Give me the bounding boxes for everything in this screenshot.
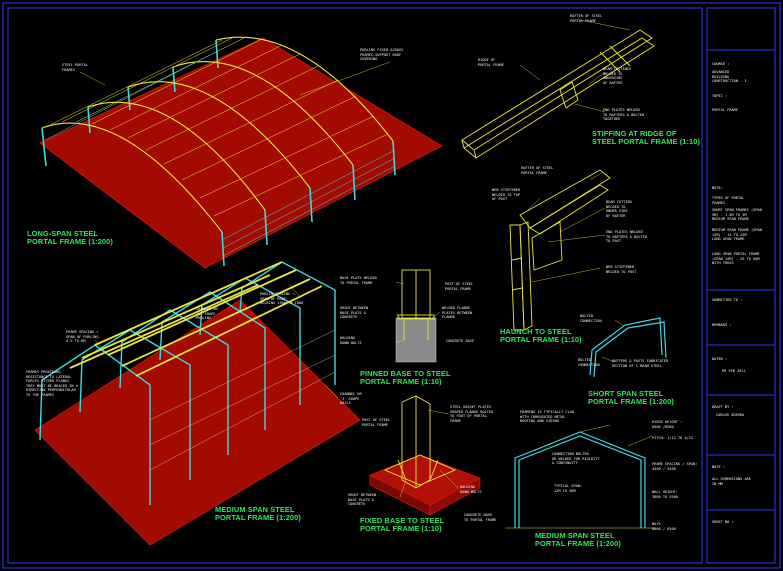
title-block-topic-label: TOPIC : <box>712 94 728 98</box>
drawing-area-border <box>7 7 703 564</box>
pinned-label-post: POST OF STEEL PORTAL FRAME <box>445 282 474 291</box>
long-span-title: LONG-SPAN STEEL PORTAL FRAME (1:200) <box>27 229 113 247</box>
section-label-ridge-height: RIDGE HEIGHT : 6500 /8500 <box>652 420 683 429</box>
ridge-stiffening-drawing <box>461 29 655 159</box>
short-span-frame-drawing <box>589 317 667 378</box>
section-label-bays: BAYS 6000 / 8500 <box>652 522 676 531</box>
fixed-label-concrete: CONCRETE BASE TO PORTAL FRAME <box>464 513 497 522</box>
fixed-base-drawing <box>369 395 481 516</box>
long-span-label-purlins: PURLINS FIXED ACROSS FRAMES-SUPPORT ROOF… <box>360 48 404 62</box>
medium-label-frames-bracing: FRAMES PROVIDING RESISTANCE TO LATERAL F… <box>26 370 78 397</box>
title-block-note-label: NOTE : <box>712 465 725 469</box>
short-label-bolted-top: BOLTED CONNECTION <box>580 314 602 323</box>
medium-section-title: MEDIUM SPAN STEEL PORTAL FRAME (1:200) <box>535 531 621 549</box>
haunch-label-beam-cutting: BEAM CUTTING WELDED TO UNDER SIDE OF RAF… <box>606 200 632 218</box>
medium-label-purlins: CHANNEL OR 'Z' SHAPE PURLINS <box>196 307 218 321</box>
title-block-note-value: ALL DIMENSIONS ARE IN MM <box>712 477 751 486</box>
section-label-connection: CONNECTION BOLTED OR WELDED FOR RIGIDITY… <box>552 452 600 466</box>
title-block-drafted-label: DRAFT BY : <box>712 405 734 409</box>
short-label-rafters-posts: RAFTERS & POSTS FABRICATED SECTION OF I … <box>612 359 669 368</box>
short-label-bolted-bottom: BOLTED CONNECTION <box>578 358 600 367</box>
medium-span-frame-drawing <box>34 261 361 546</box>
section-label-typical-span: TYPICAL SPAN: 12M TO 36M <box>554 484 583 493</box>
haunch-drawing <box>509 169 611 331</box>
title-block-topic-value: PORTAL FRAME <box>712 108 738 112</box>
section-label-pitch: PITCH: 1/12 TO 4/12 <box>652 436 694 440</box>
haunch-label-rafter: RAFTER OF STEEL PORTAL FRAME <box>521 166 554 175</box>
ridge-label-end-plates: END PLATES WELDED TO RAFTERS & BOLTED TO… <box>603 108 645 122</box>
ridge-title: STIFFING AT RIDGE OF STEEL PORTAL FRAME … <box>592 129 701 147</box>
title-block-note-3: MEDIUM SPAN FRAME (SPAN 15M) - 15 TO 25M… <box>712 228 762 242</box>
long-span-label-frames: STEEL PORTAL FRAMES <box>62 63 88 72</box>
haunch-title: HAUNCH TO STEEL PORTAL FRAME (1:10) <box>500 327 582 345</box>
section-label-wall-height: WALL HEIGHT: 3600 TO 5500 <box>652 490 678 499</box>
pinned-title: PINNED BASE TO STEEL PORTAL FRAME (1:10) <box>360 369 451 387</box>
medium-label-purlin-spacing: PURLIN SPACING = SPAN OF ROOF DECKING 15… <box>260 292 304 306</box>
title-block-border <box>706 7 776 564</box>
ridge-label-ridge: RIDGE OF PORTAL FRAME <box>478 58 504 67</box>
fixed-label-gusset: STEEL GUSSET PLATES SHAPED FLANGE BOLTED… <box>450 405 494 423</box>
fixed-label-grout: GROUT BETWEEN BASE PLATE & CONCRETE <box>348 493 377 507</box>
pinned-label-bolts: HOLDING DOWN BOLTS <box>340 336 362 345</box>
callout-leader-lines <box>79 19 653 498</box>
title-block-note-4: LONG SPAN PORTAL FRAME (SPAN 25M) - 25 T… <box>712 252 760 266</box>
haunch-label-web-stiffener-top: WEB STIFFENER WELDED TO TOP OF POST <box>492 188 521 202</box>
title-block-notes-label: NOTE: <box>712 186 723 190</box>
medium-span-title: MEDIUM SPAN STEEL PORTAL FRAME (1:200) <box>215 505 301 523</box>
haunch-label-end-plates: END PLATES WELDED TO RAFTERS & BOLTED TO… <box>606 230 648 244</box>
ridge-label-beam-cuttings: BEAM CUTTINGS WELDED TO UNDERSIDE OF RAF… <box>603 67 632 85</box>
title-block-remarks-label: REMARKS : <box>712 323 732 327</box>
title-block-course-value: ADVANCED BUILDING CONSTRUCTION - I <box>712 70 747 84</box>
title-block-dated-value: 09 FEB 2011 <box>722 369 746 373</box>
fixed-title: FIXED BASE TO STEEL PORTAL FRAME (1:10) <box>360 516 445 534</box>
long-span-ground-slab <box>39 37 443 269</box>
short-span-title: SHORT SPAN STEEL PORTAL FRAME (1:200) <box>588 389 674 407</box>
pinned-label-grout: GROUT BETWEEN BASE PLATE & CONCRETE <box>340 306 369 320</box>
section-label-frame-spacing: FRAME SPACING / SPAN: 4500 / 5500 <box>652 462 698 471</box>
pinned-label-concrete: CONCRETE BASE <box>446 339 475 343</box>
pinned-base-drawing <box>395 269 437 363</box>
medium-label-frame-spacing: FRAME SPACING = SPAN OF PURLINS- 4.5 TO … <box>66 330 101 344</box>
title-block-dividers <box>707 49 775 511</box>
long-span-frame-drawing <box>39 36 443 269</box>
title-block-submitted-label: SUBMITTED TO : <box>712 298 743 302</box>
pinned-label-base-plate: BASE PLATE WELDED TO PORTAL FRAME <box>340 276 377 285</box>
fixed-label-bolts: HOLDING DOWN BOLTS <box>460 485 482 494</box>
haunch-label-web-stiffener-post: WEB STIFFENER WELDED TO POST <box>606 265 637 274</box>
title-block-note-2: SHORT SPAN FRAMES (SPAN 5M) - 1.5M TO 3M… <box>712 208 762 222</box>
medium-span-section-drawing <box>505 431 655 529</box>
section-label-cladding: FRAMING IS TYPICALLY CLAD WITH CORRUGATE… <box>520 410 575 424</box>
title-block-sheet-label: SHEET NO : <box>712 520 734 524</box>
pinned-label-flange-plates: WELDED FLANGE PLATES BETWEEN FLANGE <box>442 306 473 320</box>
ridge-label-rafter: RAFTER OF STEEL PORTAL FRAME <box>570 14 603 23</box>
medium-label-rails: CHANNEL OR 'Z' SHAPE RAILS <box>340 392 362 406</box>
title-block-note-1: TYPES OF PORTAL FRAMES <box>712 196 745 205</box>
fixed-label-post: POST OF STEEL PORTAL FRAME <box>362 418 391 427</box>
title-block-drafted-value: CARLOS GUERRA <box>716 413 745 417</box>
title-block-course-label: COURSE : <box>712 62 730 66</box>
title-block-dated-label: DATED : <box>712 357 728 361</box>
